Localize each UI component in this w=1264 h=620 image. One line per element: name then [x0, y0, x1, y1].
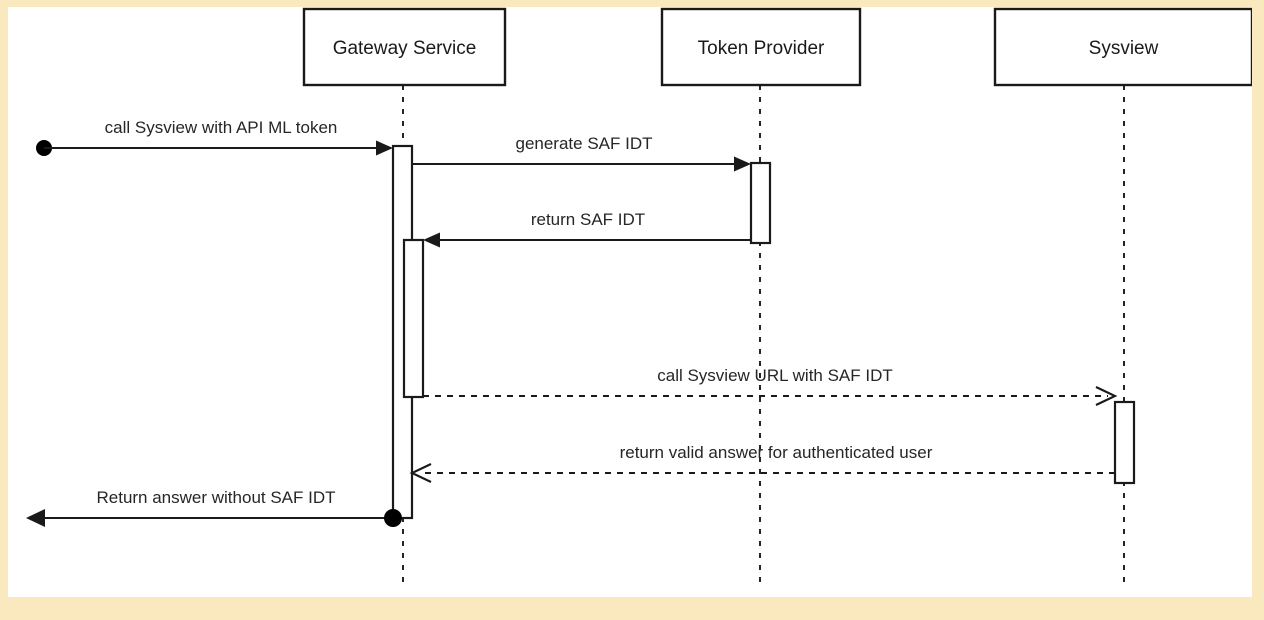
participant-gateway[interactable]: Gateway Service: [302, 7, 507, 87]
participant-box-sysview: [993, 7, 1252, 87]
message-2-arrowhead: [734, 156, 751, 172]
diagram-canvas: Gateway Service Token Provider Sysview: [8, 7, 1252, 597]
participant-label-sysview: Sysview: [1089, 38, 1159, 59]
message-4-arrowhead: [1095, 386, 1118, 406]
message-5-return-valid-answer[interactable]: return valid answer for authenticated us…: [409, 443, 1115, 483]
message-2-label: generate SAF IDT: [515, 134, 652, 153]
end-endpoint-dot: [384, 509, 402, 527]
activation-sysview: [1113, 400, 1136, 485]
participant-box-token-provider: [660, 7, 862, 87]
message-2-generate-saf-idt[interactable]: generate SAF IDT: [412, 134, 751, 172]
message-3-return-saf-idt[interactable]: return SAF IDT: [423, 210, 751, 248]
sequence-diagram: Gateway Service Token Provider Sysview: [26, 7, 1252, 585]
message-5-arrowhead: [409, 463, 432, 483]
message-1-call-sysview-with-apiml-token[interactable]: call Sysview with API ML token: [36, 118, 393, 156]
participant-token-provider[interactable]: Token Provider: [660, 7, 862, 87]
message-3-label: return SAF IDT: [531, 210, 645, 229]
activation-gateway-inner: [402, 238, 425, 399]
message-3-arrowhead: [423, 232, 440, 248]
activation-token-provider: [749, 161, 772, 245]
message-1-arrowhead: [376, 140, 393, 156]
message-4-call-sysview-url-with-saf-idt[interactable]: call Sysview URL with SAF IDT: [423, 366, 1118, 406]
participant-sysview[interactable]: Sysview: [993, 7, 1252, 87]
message-4-label: call Sysview URL with SAF IDT: [657, 366, 893, 385]
participant-box-gateway: [302, 7, 507, 87]
message-5-label: return valid answer for authenticated us…: [620, 443, 933, 462]
message-1-label: call Sysview with API ML token: [105, 118, 338, 137]
message-6-label: Return answer without SAF IDT: [96, 488, 335, 507]
participant-label-token-provider: Token Provider: [698, 38, 825, 59]
message-6-arrowhead: [26, 509, 45, 527]
participant-label-gateway: Gateway Service: [333, 38, 477, 59]
message-6-return-answer-without-saf-idt[interactable]: Return answer without SAF IDT: [26, 488, 402, 527]
